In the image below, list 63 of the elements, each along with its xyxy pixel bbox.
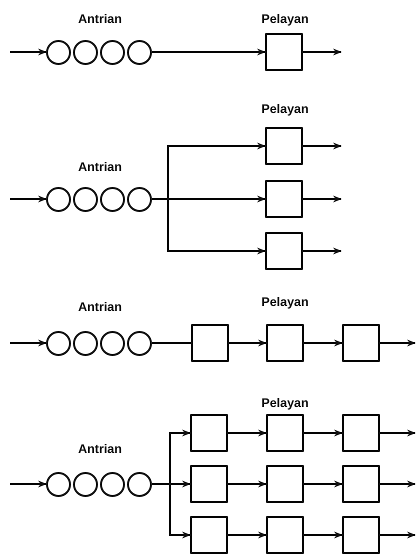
- arrow: [380, 480, 416, 488]
- section-label: Pelayan: [261, 295, 309, 309]
- server-box: [265, 232, 303, 270]
- queue-circle: [127, 472, 152, 496]
- server-box: [191, 324, 229, 362]
- server-box: [266, 465, 304, 503]
- arrow: [10, 48, 47, 56]
- queue-circle: [73, 330, 98, 356]
- arrow: [10, 480, 47, 488]
- arrow: [228, 429, 267, 437]
- section-label: Antrian: [78, 160, 122, 174]
- section-label: Pelayan: [261, 396, 309, 410]
- section-label: Pelayan: [261, 102, 309, 116]
- queue-circle: [127, 186, 152, 212]
- arrow: [303, 195, 342, 203]
- arrow: [229, 339, 267, 347]
- queue-circle: [73, 40, 98, 64]
- arrow: [152, 48, 266, 56]
- queue-circle: [46, 472, 71, 496]
- queue-circle: [127, 40, 152, 64]
- server-box: [190, 465, 228, 503]
- queue-circle: [100, 186, 125, 212]
- arrow: [303, 142, 342, 150]
- server-box: [265, 33, 303, 71]
- arrow: [304, 531, 343, 539]
- queue-circle: [100, 330, 125, 356]
- queue-circle: [73, 186, 98, 212]
- arrow: [304, 480, 343, 488]
- queue-circle: [46, 40, 71, 64]
- queue-circle: [73, 472, 98, 496]
- queue-circle: [127, 330, 152, 356]
- server-box: [265, 180, 303, 218]
- server-box: [342, 324, 380, 362]
- server-box: [190, 516, 228, 554]
- server-box: [342, 516, 380, 554]
- arrow: [228, 480, 267, 488]
- arrow: [304, 429, 343, 437]
- server-box: [190, 414, 228, 452]
- arrow: [303, 48, 342, 56]
- queue-circle: [46, 330, 71, 356]
- arrow: [304, 339, 343, 347]
- arrow: [380, 429, 416, 437]
- section-label: Antrian: [78, 442, 122, 456]
- arrow: [152, 483, 191, 539]
- arrow: [10, 339, 47, 347]
- arrow: [152, 198, 266, 255]
- arrow: [380, 339, 416, 347]
- server-box: [266, 324, 304, 362]
- server-box: [266, 516, 304, 554]
- server-box: [342, 465, 380, 503]
- server-box: [266, 414, 304, 452]
- queue-circle: [100, 40, 125, 64]
- arrow: [228, 531, 267, 539]
- server-box: [342, 414, 380, 452]
- arrow: [303, 247, 342, 255]
- queue-circle: [46, 186, 71, 212]
- queue-circle: [100, 472, 125, 496]
- arrow: [10, 195, 47, 203]
- section-label: Pelayan: [261, 12, 309, 26]
- server-box: [265, 127, 303, 165]
- section-label: Antrian: [78, 300, 122, 314]
- section-label: Antrian: [78, 12, 122, 26]
- arrow: [380, 531, 416, 539]
